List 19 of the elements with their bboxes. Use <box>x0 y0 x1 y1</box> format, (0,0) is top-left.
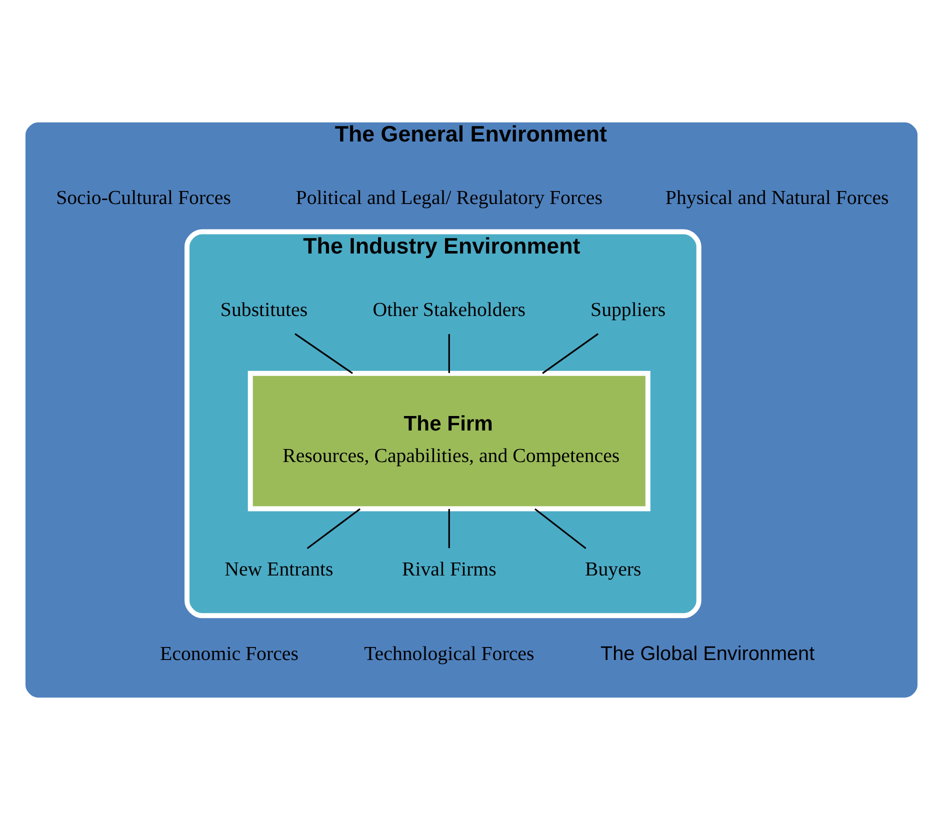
node-text: Technological Forces <box>364 642 534 665</box>
node-text: Buyers <box>584 558 642 580</box>
connector <box>306 508 361 549</box>
node-text: Rival Firms <box>402 558 496 580</box>
node-text: Suppliers <box>590 298 666 320</box>
node-text: Other Stakeholders <box>372 298 526 320</box>
connector <box>542 332 599 374</box>
connector <box>448 508 450 548</box>
node-text: Economic Forces <box>160 642 298 665</box>
node-text: The Global Environment <box>600 642 815 665</box>
connector <box>534 508 586 549</box>
node-box: The Firm Resources, Capabilities, and Competences <box>248 370 650 511</box>
node-text: Socio-Cultural Forces <box>56 186 231 209</box>
node-text: Political and Legal/ Regulatory Forces <box>296 186 602 209</box>
node-text: New Entrants <box>224 558 334 580</box>
connector <box>294 332 353 374</box>
node-text: Substitutes <box>220 298 308 320</box>
connector <box>448 334 450 373</box>
node-text: Physical and Natural Forces <box>665 186 889 209</box>
